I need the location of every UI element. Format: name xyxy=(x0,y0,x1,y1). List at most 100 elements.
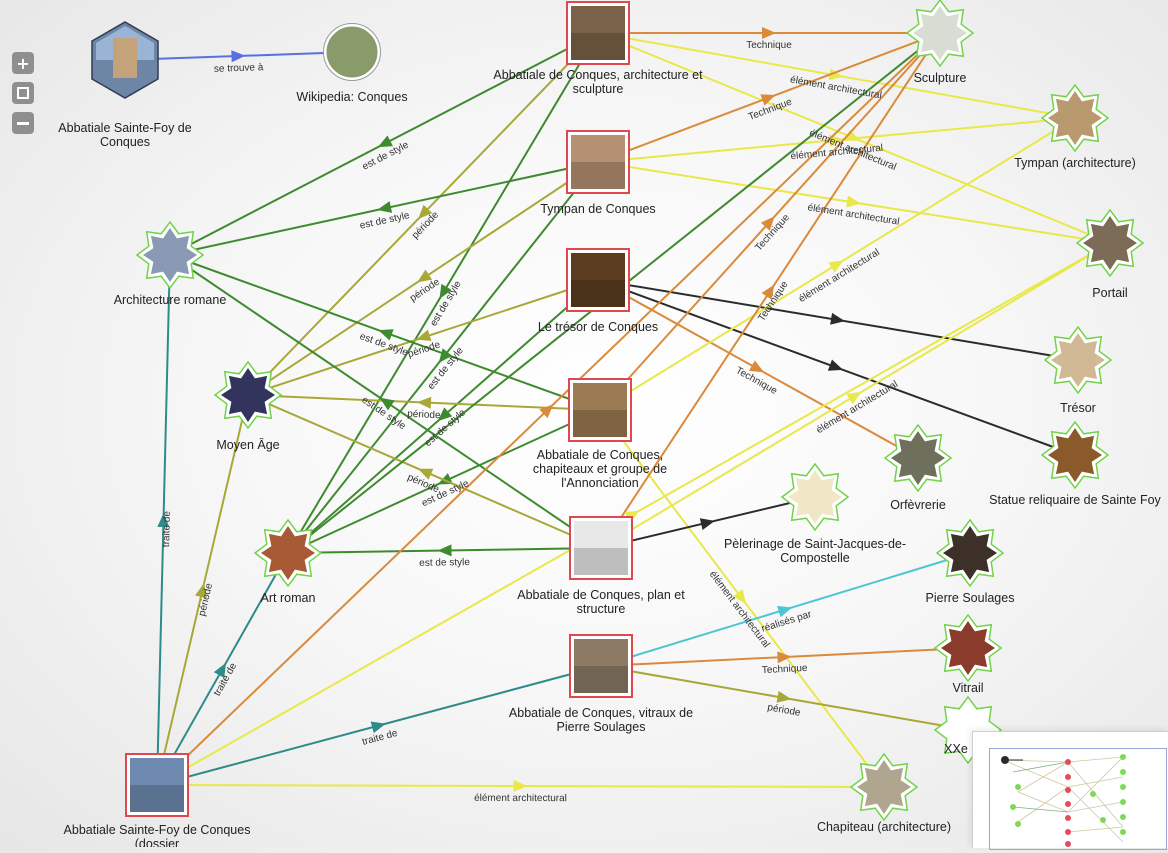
edge-label-element-architectural: élément architectural xyxy=(797,247,882,305)
node-label: Trésor xyxy=(1060,401,1096,415)
fit-square-icon xyxy=(17,87,29,99)
node-thumbnail xyxy=(571,253,625,307)
node-thumbnail-building xyxy=(113,38,137,78)
node-tympan-conques[interactable]: Tympan de Conques xyxy=(498,130,698,250)
edge-arrow xyxy=(417,396,432,409)
node-thumbnail xyxy=(891,431,945,485)
node-pelerinage[interactable]: Pèlerinage de Saint-Jacques-de-Compostel… xyxy=(715,462,915,585)
edge-arrow xyxy=(418,468,434,480)
node-sculpture[interactable]: Sculpture xyxy=(880,0,1000,119)
node-architecture-romane[interactable]: Architecture romane xyxy=(80,220,260,341)
edge-arrow xyxy=(157,513,170,528)
node-thumbnail-shade xyxy=(571,162,625,189)
plus-icon: + xyxy=(16,53,30,73)
edge-label-technique: Technique xyxy=(746,40,792,51)
node-thumbnail xyxy=(1048,91,1102,145)
node-label: Statue reliquaire de Sainte Foy xyxy=(989,493,1161,507)
node-label: Tympan (architecture) xyxy=(1014,156,1136,170)
edge-arrow xyxy=(761,284,775,300)
node-thumbnail-shade xyxy=(571,280,625,307)
minimap-viewport[interactable] xyxy=(989,748,1167,850)
node-tresor-conques[interactable]: Le trésor de Conques xyxy=(498,248,698,368)
edge-arrow xyxy=(828,260,844,273)
node-label: XXe xyxy=(944,742,968,756)
edge-label-element-architectural: élément architectural xyxy=(807,202,900,227)
node-label: Tympan de Conques xyxy=(540,202,656,216)
edge-arrow xyxy=(846,195,861,208)
edge-label-technique: Technique xyxy=(762,663,809,676)
node-wikipedia[interactable]: Wikipedia: Conques xyxy=(252,23,452,139)
zoom-in-button[interactable]: + xyxy=(12,52,34,74)
node-chapiteaux[interactable]: Abbatiale de Conques, chapiteaux et grou… xyxy=(513,378,688,496)
edge-arrow xyxy=(416,329,432,342)
edge-arrow xyxy=(438,348,453,363)
node-label: Pierre Soulages xyxy=(925,591,1015,605)
node-thumbnail xyxy=(1051,333,1105,387)
node-thumbnail-shade xyxy=(573,410,627,437)
minimap[interactable] xyxy=(972,731,1168,850)
node-art-roman[interactable]: Art roman xyxy=(228,518,348,639)
node-plan[interactable]: Abbatiale de Conques, plan et structure xyxy=(506,516,696,636)
edge-arrow xyxy=(439,283,452,300)
node-thumbnail xyxy=(1048,428,1102,482)
minimap-graph xyxy=(1001,754,1126,847)
edge-arrow xyxy=(748,360,765,373)
edge-arrow xyxy=(828,68,844,81)
edge-arrow xyxy=(539,404,554,419)
node-thumbnail xyxy=(943,526,997,580)
node-thumbnail-shade xyxy=(130,785,184,812)
edge-arrow xyxy=(828,134,844,147)
edge-arrow xyxy=(378,329,394,341)
node-chapiteau[interactable]: Chapiteau (architecture) xyxy=(779,752,989,847)
node-thumbnail xyxy=(913,6,967,60)
node-sainte-foy-dossier[interactable]: Abbatiale Sainte-Foy de Conques (dossier xyxy=(57,753,257,847)
node-label: Abbatiale Sainte-Foy de Conques xyxy=(58,121,192,149)
node-sainte-foy[interactable]: Abbatiale Sainte-Foy de Conques xyxy=(40,21,210,169)
node-archi-sculpt[interactable]: Abbatiale de Conques, architecture et sc… xyxy=(488,1,708,116)
node-label: Vitrail xyxy=(952,681,984,695)
edge-label-est-de-style: est de style xyxy=(359,210,411,232)
node-tympan[interactable]: Tympan (architecture) xyxy=(990,83,1160,204)
edge-arrow xyxy=(379,397,395,411)
node-label: Abbatiale de Conques, vitraux de Pierre … xyxy=(508,706,694,734)
edge-arrow xyxy=(777,651,792,664)
edge-arrow xyxy=(732,589,747,605)
edge-arrow xyxy=(417,269,433,283)
node-tresor[interactable]: Trésor xyxy=(1028,325,1128,449)
node-vitraux[interactable]: Abbatiale de Conques, vitraux de Pierre … xyxy=(501,634,701,754)
edge-label-est-de-style: est de style xyxy=(419,557,470,569)
minus-icon xyxy=(17,121,29,125)
node-label: Architecture romane xyxy=(113,293,227,307)
node-orfevrerie[interactable]: Orfèvrerie xyxy=(863,423,973,546)
edge-arrow xyxy=(370,721,386,734)
edge-label-periode: période xyxy=(197,582,215,617)
node-thumbnail-shade xyxy=(574,666,628,693)
edge-arrow xyxy=(437,407,453,422)
edge-label-traite-de: traite de xyxy=(161,510,173,547)
node-thumbnail xyxy=(571,6,625,60)
edge-label-element-architectural: élément architectural xyxy=(474,793,567,804)
node-thumbnail xyxy=(788,470,842,524)
node-statue[interactable]: Statue reliquaire de Sainte Foy xyxy=(975,420,1168,541)
zoom-controls: + xyxy=(12,52,36,142)
node-soulages[interactable]: Pierre Soulages xyxy=(900,518,1040,639)
edge-arrow xyxy=(699,518,715,530)
node-thumbnail xyxy=(574,639,628,693)
edge-arrow xyxy=(377,201,393,213)
node-moyen-age[interactable]: Moyen Âge xyxy=(188,360,308,486)
node-vitrail[interactable]: Vitrail xyxy=(918,613,1018,729)
node-label: Wikipedia: Conques xyxy=(296,90,408,104)
nodes-layer: Abbatiale Sainte-Foy de Conques Wikipedia… xyxy=(40,0,1168,847)
node-label: Moyen Âge xyxy=(216,438,280,452)
zoom-reset-button[interactable] xyxy=(12,82,34,104)
node-portail[interactable]: Portail xyxy=(1060,208,1160,334)
edge-arrow xyxy=(760,216,775,231)
zoom-out-button[interactable] xyxy=(12,112,34,134)
node-thumbnail xyxy=(323,23,381,81)
node-label: Abbatiale Sainte-Foy de Conques (dossier xyxy=(63,823,251,847)
edge-arrow xyxy=(213,662,226,679)
node-thumbnail-shade xyxy=(571,33,625,60)
node-thumbnail xyxy=(1083,216,1137,270)
